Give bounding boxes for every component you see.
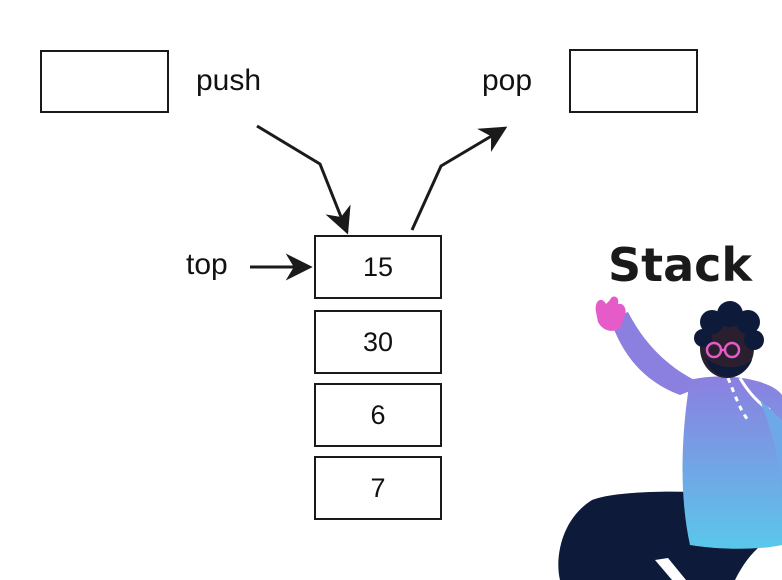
pop-arrow	[410, 126, 508, 231]
pop-label: pop	[482, 64, 533, 97]
push-label: push	[196, 64, 262, 97]
stack-cell: 30	[314, 310, 442, 374]
top-label: top	[186, 248, 228, 281]
stack-title: Stack	[608, 238, 753, 292]
push-source-box	[40, 50, 169, 113]
stack-cell: 15	[314, 235, 442, 299]
person-waving-illustration	[558, 296, 782, 580]
stack-cell: 7	[314, 456, 442, 520]
push-arrow	[256, 124, 351, 235]
stack-cell: 6	[314, 383, 442, 447]
pop-destination-box	[569, 49, 698, 113]
